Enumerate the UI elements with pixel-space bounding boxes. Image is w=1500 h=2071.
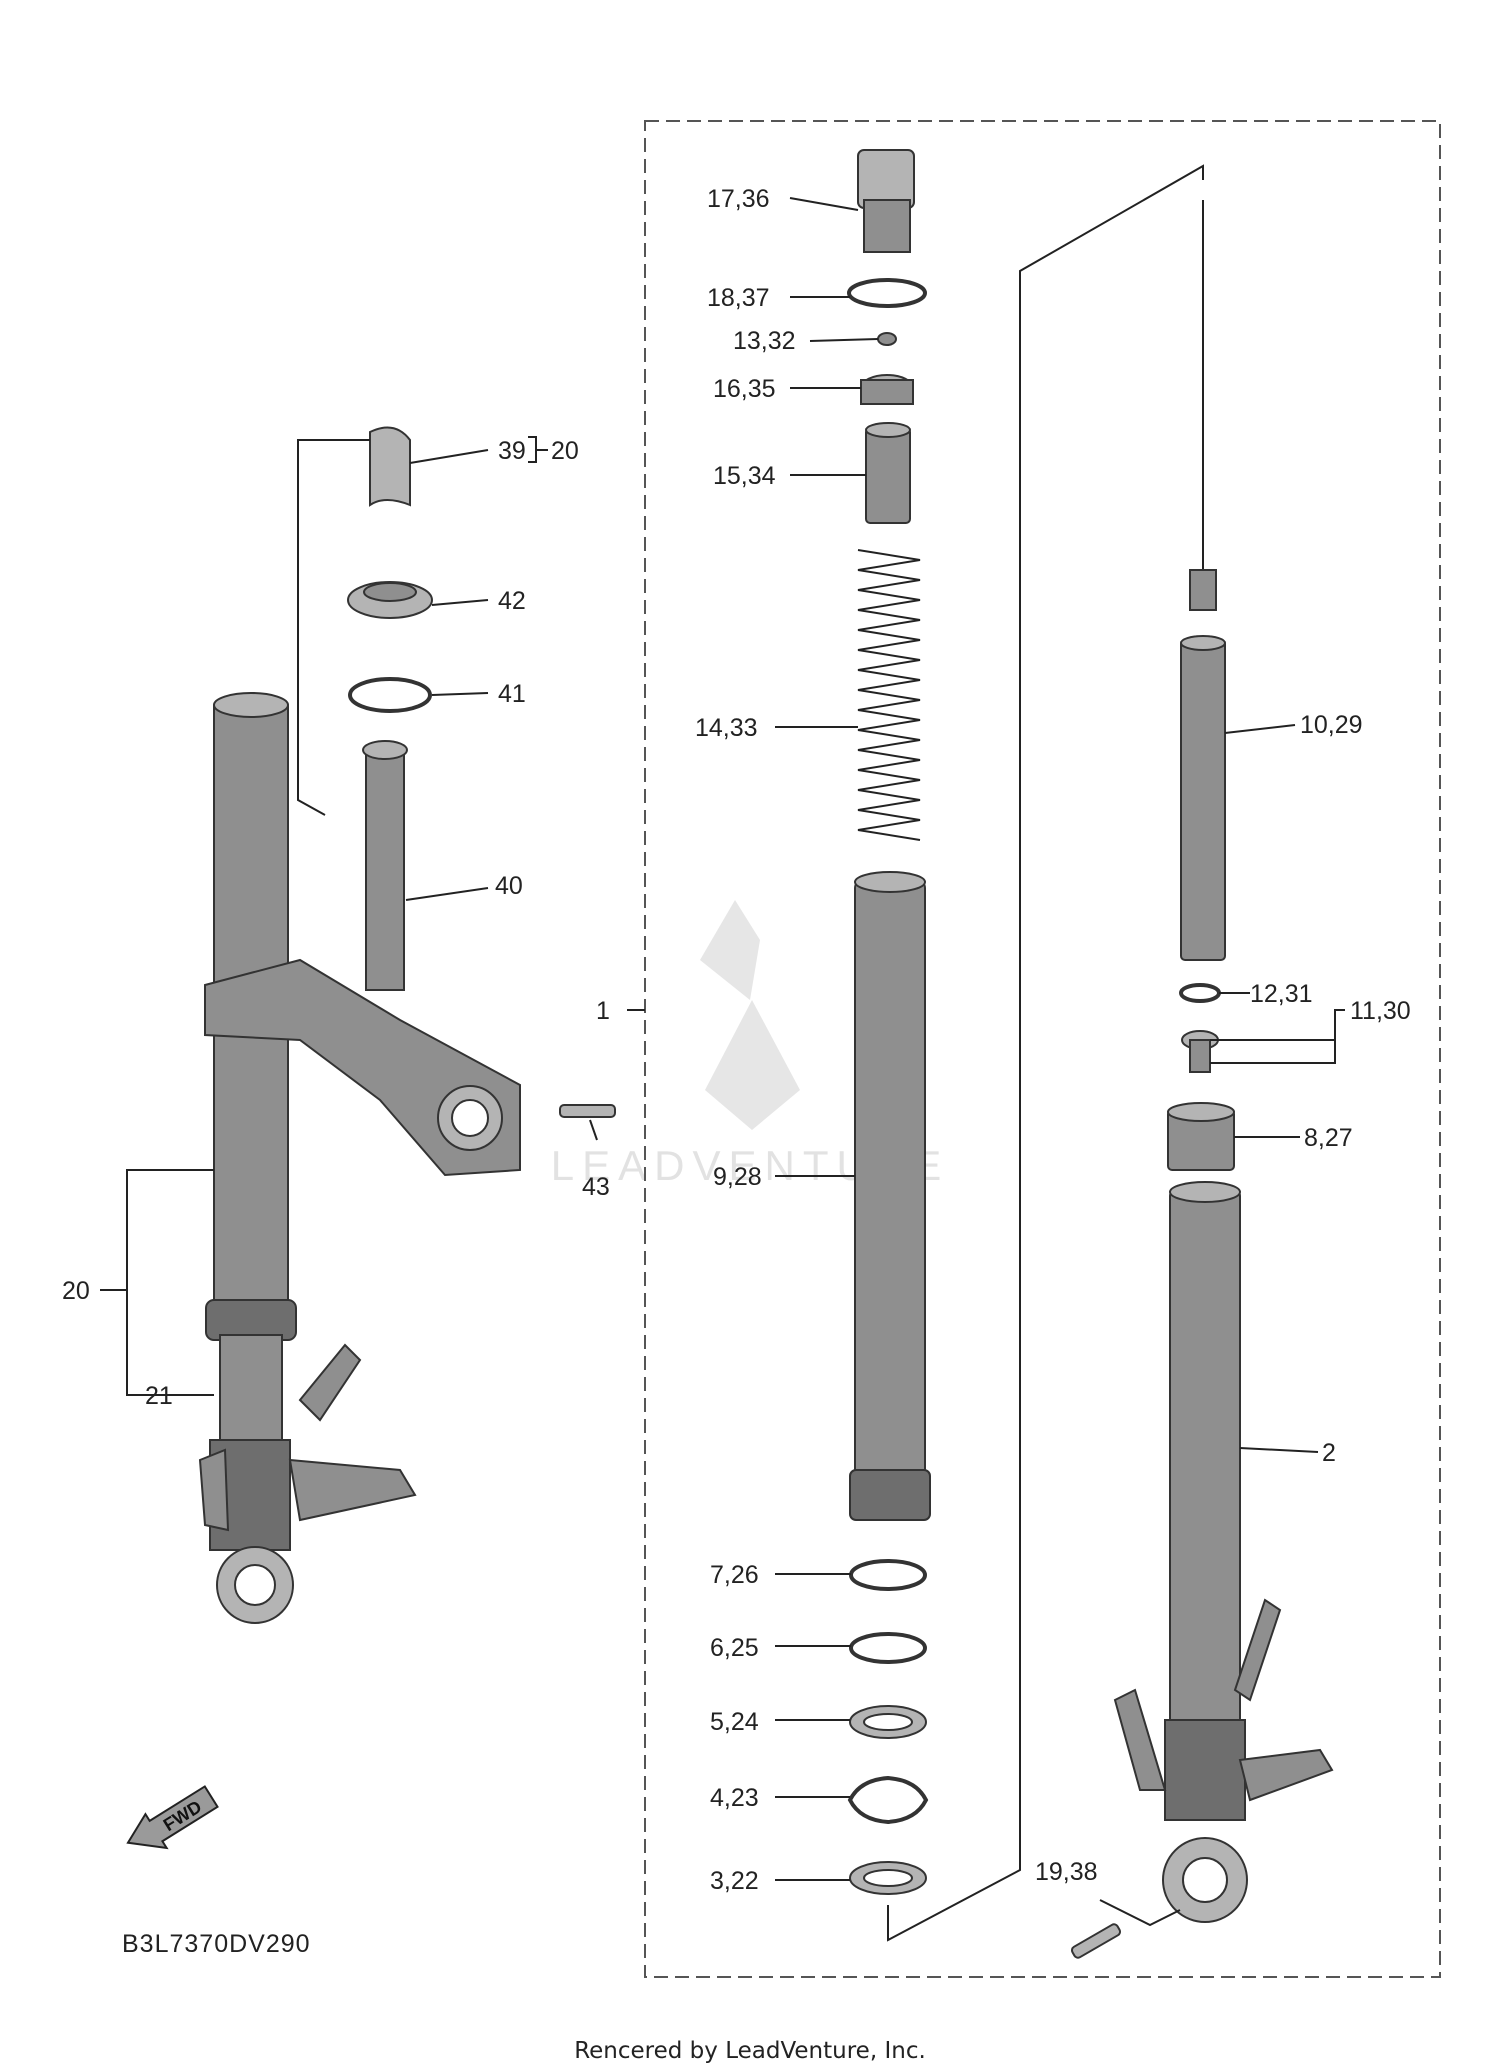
callout-9-28: 9,28 [713, 1163, 762, 1191]
callout-14-33: 14,33 [695, 714, 758, 742]
right-parts [1070, 200, 1334, 1959]
callout-2: 2 [1322, 1439, 1336, 1467]
bolt-43 [559, 1104, 616, 1118]
fwd-arrow-icon: FWD [126, 1785, 219, 1850]
left-fork-assembly [198, 426, 616, 1624]
callout-labels: 17,36 18,37 13,32 16,35 15,34 14,33 9,28… [62, 185, 1411, 1958]
callout-16-35: 16,35 [713, 375, 776, 403]
callout-13-32: 13,32 [733, 327, 796, 355]
callout-43: 43 [582, 1173, 610, 1201]
callout-40: 40 [495, 872, 523, 900]
callout-1: 1 [596, 997, 610, 1025]
callout-10-29: 10,29 [1300, 711, 1363, 739]
right-leaders [1099, 724, 1345, 1927]
callout-17-36: 17,36 [707, 185, 770, 213]
callout-42: 42 [498, 587, 526, 615]
callout-18-37: 18,37 [707, 284, 770, 312]
callout-41: 41 [498, 680, 526, 708]
callout-5-24: 5,24 [710, 1708, 759, 1736]
callout-19-38: 19,38 [1035, 1858, 1098, 1886]
callout-39: 39 [498, 437, 526, 465]
center-parts [847, 149, 931, 1895]
callout-6-25: 6,25 [710, 1634, 759, 1662]
callout-3-22: 3,22 [710, 1867, 759, 1895]
assembly-frame [644, 120, 1441, 1978]
callout-4-23: 4,23 [710, 1784, 759, 1812]
callout-11-30: 11,30 [1350, 997, 1411, 1025]
spring-14-33 [857, 545, 921, 850]
center-leaders [627, 164, 1204, 1942]
footer-credit: Rencered by LeadVenture, Inc. [574, 2038, 926, 2064]
ring-41 [348, 677, 432, 713]
bolt-19-38 [1070, 1923, 1122, 1959]
callout-21: 21 [145, 1382, 173, 1410]
callout-20-left: 20 [62, 1277, 90, 1305]
callout-20-top: 20 [551, 437, 579, 465]
cover-39 [369, 426, 411, 507]
callout-8-27: 8,27 [1304, 1124, 1353, 1152]
callout-15-34: 15,34 [713, 462, 776, 490]
diagram-code: B3L7370DV290 [122, 1930, 311, 1958]
callout-12-31: 12,31 [1250, 980, 1313, 1008]
left-leaders [100, 436, 598, 1396]
callout-7-26: 7,26 [710, 1561, 759, 1589]
